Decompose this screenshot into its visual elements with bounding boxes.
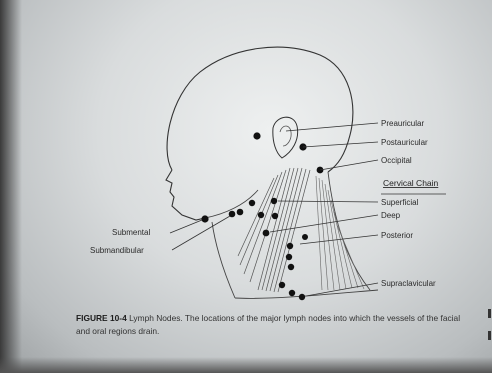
page-edge-mark-1 xyxy=(488,309,491,318)
node-submental xyxy=(201,215,208,222)
node-superficial-4 xyxy=(272,213,278,219)
label-cervical-chain: Cervical Chain xyxy=(383,178,439,188)
neck-front-line xyxy=(212,222,235,298)
node-deep-3 xyxy=(286,254,292,260)
node-supraclavicular-3 xyxy=(299,294,305,300)
lymph-nodes xyxy=(201,132,323,300)
ear-inner xyxy=(280,126,291,146)
trapezius-muscle xyxy=(316,176,364,290)
caption-text: Lymph Nodes. The locations of the major … xyxy=(76,313,460,336)
node-superficial-3 xyxy=(258,212,264,218)
label-postauricular: Postauricular xyxy=(381,138,428,147)
node-superficial-2 xyxy=(271,198,277,204)
label-posterior: Posterior xyxy=(381,231,413,240)
sternocleidomastoid-muscle xyxy=(238,168,310,292)
figure-number: FIGURE 10-4 xyxy=(76,313,127,323)
node-deep-2 xyxy=(287,243,293,249)
label-submandibular: Submandibular xyxy=(90,246,144,255)
label-submental: Submental xyxy=(112,228,150,237)
face-profile xyxy=(166,170,205,220)
label-occipital: Occipital xyxy=(381,156,412,165)
neck-back-line xyxy=(328,172,370,290)
page-edge-mark-2 xyxy=(488,331,491,340)
node-deep-4 xyxy=(288,264,294,270)
label-supraclavicular: Supraclavicular xyxy=(381,279,436,288)
shoulder-line xyxy=(235,290,378,298)
node-posterior-1 xyxy=(302,234,308,240)
node-submandibular-2 xyxy=(237,209,244,216)
label-preauricular: Preauricular xyxy=(381,119,424,128)
leader-lines xyxy=(170,123,378,296)
node-supraclavicular-2 xyxy=(289,290,295,296)
label-deep: Deep xyxy=(381,211,401,220)
head-outline xyxy=(167,47,353,172)
label-superficial: Superficial xyxy=(381,198,419,207)
figure-caption: FIGURE 10-4 Lymph Nodes. The locations o… xyxy=(76,312,476,338)
node-supraclavicular-1 xyxy=(279,282,285,288)
node-deep-1 xyxy=(263,230,270,237)
node-preauricular xyxy=(253,132,260,139)
ear-outline xyxy=(273,117,298,158)
node-superficial-1 xyxy=(249,200,255,206)
